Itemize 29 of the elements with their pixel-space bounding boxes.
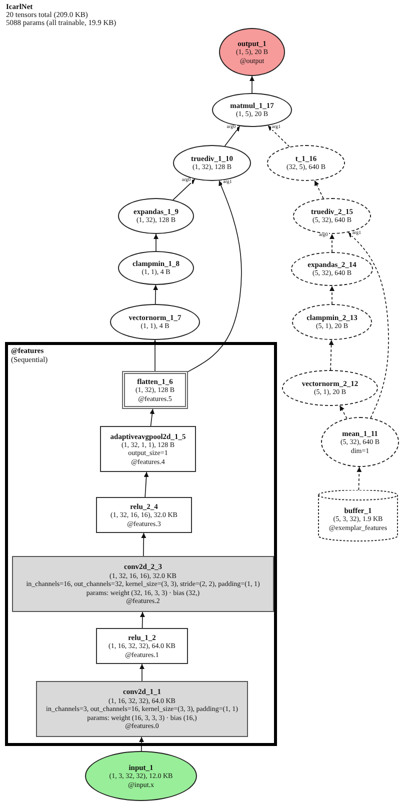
arrow	[154, 234, 158, 252]
arrow	[140, 612, 145, 628]
arrow	[268, 125, 290, 148]
arrow	[330, 286, 334, 304]
arrow	[153, 284, 158, 304]
arrow	[150, 408, 155, 426]
arrow	[328, 340, 334, 370]
arrow	[314, 180, 324, 199]
arrow	[348, 232, 389, 418]
arrow	[152, 340, 158, 372]
arrow	[330, 234, 334, 252]
arrow	[139, 736, 144, 752]
arrow	[224, 126, 240, 146]
arrow	[250, 76, 254, 94]
layer-box	[100, 426, 196, 472]
arrow	[188, 180, 242, 372]
arrow	[140, 664, 144, 682]
layer-box	[96, 628, 188, 664]
module-container	[5, 342, 277, 746]
arrow	[144, 472, 149, 498]
arrow	[339, 405, 348, 419]
layer-box	[36, 681, 248, 737]
layer-box	[12, 556, 274, 612]
buffer-cylinder	[318, 490, 398, 542]
layer-box	[96, 497, 192, 533]
layer-box	[122, 371, 188, 409]
arrow	[172, 178, 196, 200]
arrow	[141, 532, 146, 556]
arrow	[356, 466, 362, 490]
